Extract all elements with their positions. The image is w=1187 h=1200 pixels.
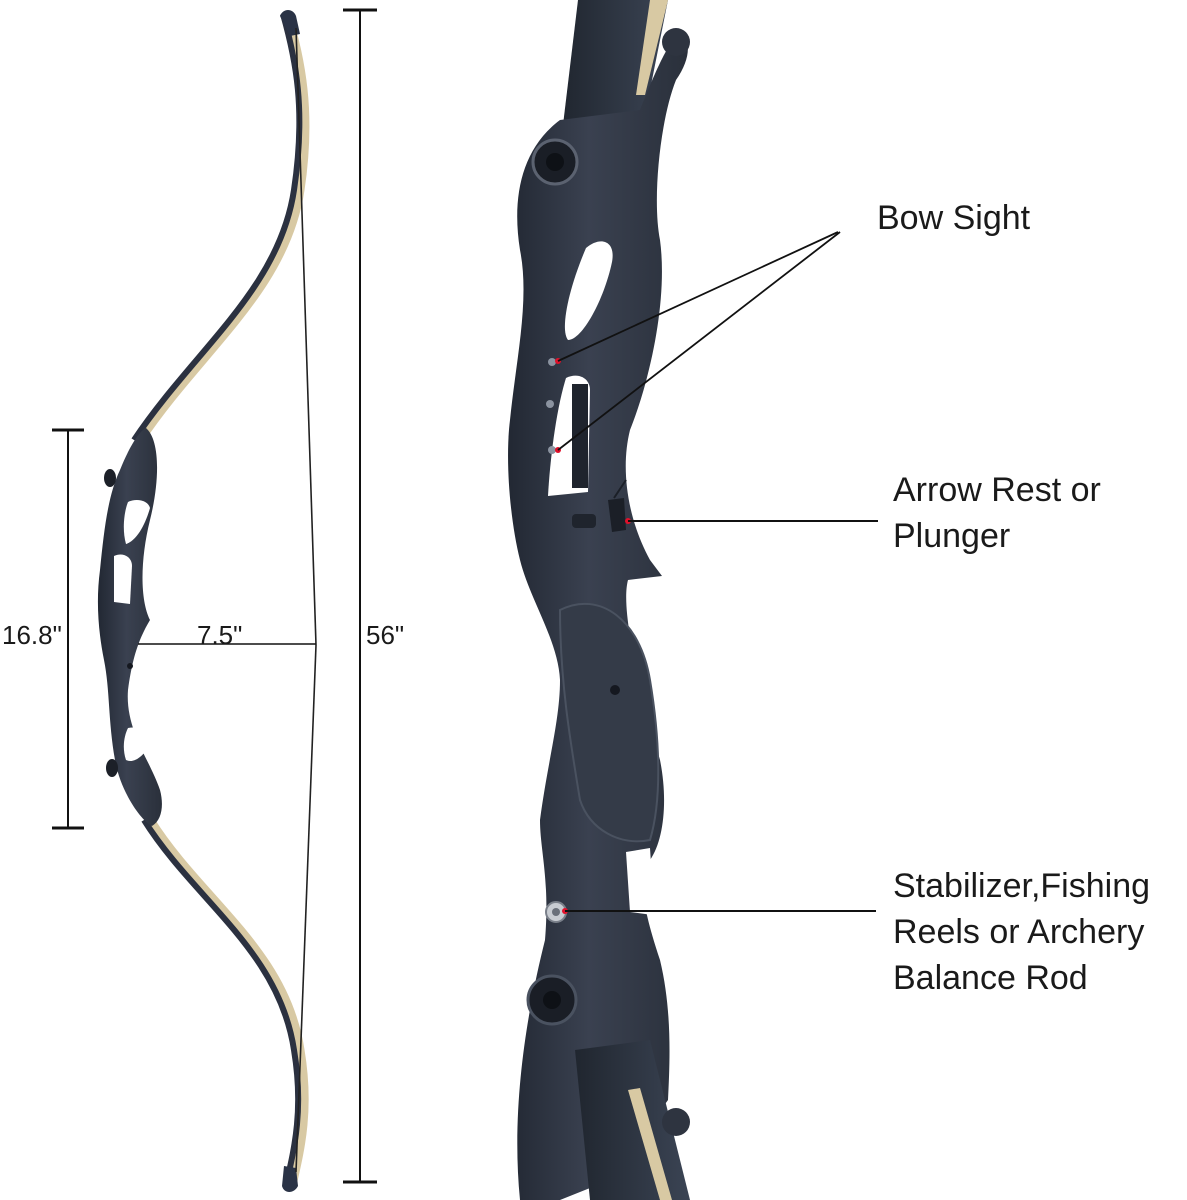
closeup-lower-limb [575,1040,690,1200]
riser-window-upper [564,241,613,340]
riser [97,428,162,826]
upper-limb [131,13,303,442]
callout-stabilizer: Stabilizer,Fishing Reels or Archery Bala… [893,867,1151,997]
lower-limb [141,818,302,1186]
sight-hole-1 [548,358,556,366]
bow-string [295,27,317,646]
lower-limb-wood [146,817,309,1187]
upper-limb-wood [136,14,310,443]
upper-limb-tip [280,10,300,36]
callout-arrow-rest: Arrow Rest or Plunger [893,471,1101,555]
limb-bolt-upper [104,469,116,487]
full-bow [52,8,377,1192]
riser-closeup [508,0,878,1200]
callout-bow-sight: Bow Sight [877,199,1031,237]
arrow-rest [572,514,596,528]
lower-limb-tip [282,1166,298,1192]
grip [558,602,660,843]
leader-bow-sight-1 [557,231,839,362]
riser-length-label: 16.8" [2,620,62,650]
limb-bolt-lower [106,759,118,777]
sight-hole-2 [548,446,556,454]
brace-height-label: 7.5" [197,620,243,650]
limb-pad-lower [662,1108,690,1136]
bow-length-label: 56" [366,620,405,650]
limb-pad-upper [662,28,690,56]
riser-window-lower [626,848,660,916]
leader-bow-sight-2 [557,231,841,451]
